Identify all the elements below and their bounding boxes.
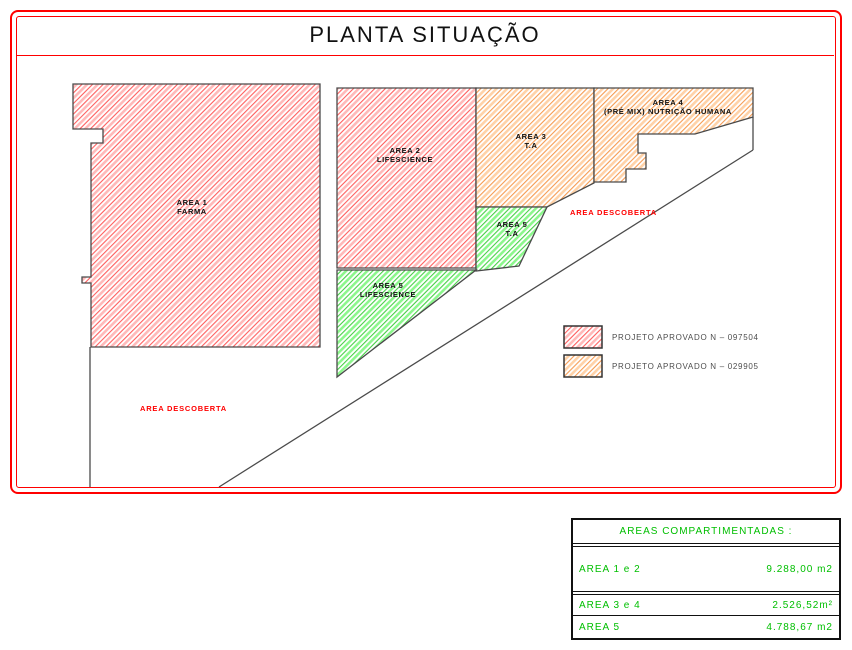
table-row: AREA 5 4.788,67 m2 [573,616,839,638]
area-2-name: AREA 2 [389,146,421,155]
plot-diagonal-boundary-line [218,149,754,488]
areas-table: AREAS COMPARTIMENTADAS : AREA 1 e 2 9.28… [571,518,841,640]
areas-table-header: AREAS COMPARTIMENTADAS : [573,520,839,547]
area-5-ta-label: AREA 5 T.A [496,220,528,238]
area-5-ta-region [475,206,549,272]
table-row: AREA 3 e 4 2.526,52m² [573,595,839,616]
area-2-label: AREA 2 LIFESCIENCE [376,146,434,164]
legend-swatch-red-hatch [563,325,603,349]
frame-inner-border [16,16,836,488]
page-title: PLANTA SITUAÇÃO [309,22,541,47]
legend-swatch-orange-hatch [563,354,603,378]
table-row-value: 9.288,00 m2 [766,563,833,575]
area-5-lifescience-use: LIFESCIENCE [359,289,417,299]
table-row-label: AREA 5 [579,621,621,633]
area-3-label: AREA 3 T.A [515,132,547,150]
area-3-name: AREA 3 [515,132,547,141]
open-area-label-right: AREA DESCOBERTA [570,208,658,217]
table-row: AREA 1 e 2 9.288,00 m2 [573,547,839,595]
area-1-farma-region [72,83,321,348]
open-area-label-left: AREA DESCOBERTA [140,404,228,413]
table-row-label: AREA 1 e 2 [579,563,641,575]
area-4-premix-region [593,87,754,183]
table-row-value: 4.788,67 m2 [766,621,833,633]
area-1-name: AREA 1 [176,198,208,207]
area-5-ta-use: T.A [505,228,519,238]
area-1-label: AREA 1 FARMA [176,198,208,216]
area-5-lifescience-name: AREA 5 [372,281,404,290]
area-2-use: LIFESCIENCE [376,154,434,164]
title-separator-line [17,55,834,56]
area-3-ta-region [475,87,595,208]
table-row-value: 2.526,52m² [772,599,833,611]
area-4-label: AREA 4 (PRÉ MIX) NUTRIÇÃO HUMANA [604,98,732,116]
area-3-use: T.A [524,140,538,150]
legend-item-approved-029905: PROJETO APROVADO N – 029905 [612,362,759,371]
area-5-ta-name: AREA 5 [496,220,528,229]
area-2-lifescience-region [336,87,477,269]
area-5-lifescience-region [336,269,478,379]
table-row-label: AREA 3 e 4 [579,599,641,611]
legend-item-approved-097504: PROJETO APROVADO N – 097504 [612,333,759,342]
area-5-lifescience-label: AREA 5 LIFESCIENCE [359,281,417,299]
area-4-name: AREA 4 [652,98,684,107]
frame-outer-border [10,10,842,494]
area-1-use: FARMA [177,206,207,216]
area-4-use: (PRÉ MIX) NUTRIÇÃO HUMANA [604,106,732,116]
